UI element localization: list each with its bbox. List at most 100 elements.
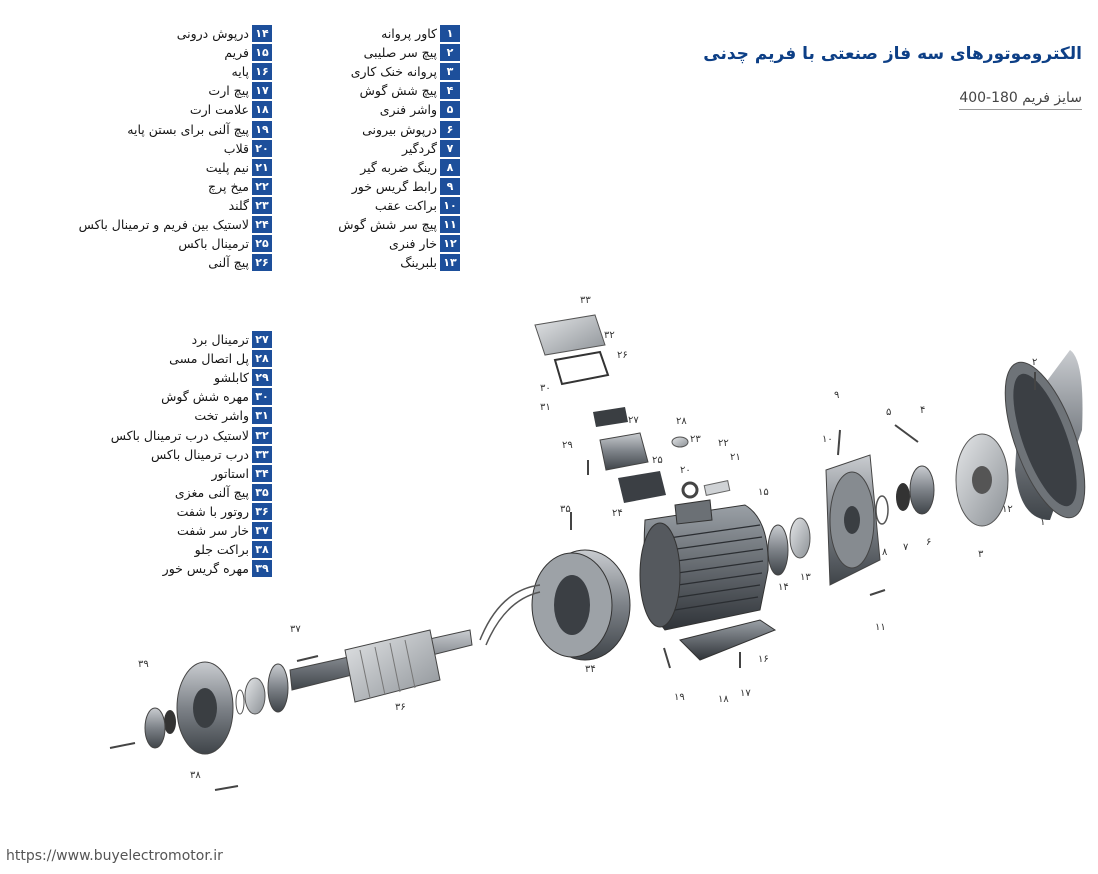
legend-label: واشر فنری [379, 102, 437, 118]
callout-19: ۱۹ [674, 692, 685, 703]
legend-label: پیچ آلنی مغزی [174, 484, 249, 500]
legend-number: ۲۴ [252, 215, 272, 233]
legend-number: ۳۳ [252, 445, 272, 463]
legend-label: بلبرینگ [400, 255, 437, 271]
legend-number: ۵ [440, 101, 460, 119]
legend-label: پیچ آلنی [208, 255, 249, 271]
legend-number: ۱۴ [252, 25, 272, 43]
legend-number: ۳۸ [252, 541, 272, 559]
frame-size-subtitle: سایز فریم 180-400 [959, 90, 1082, 110]
legend-number: ۲۲ [252, 177, 272, 195]
legend-number: ۳۴ [252, 464, 272, 482]
callout-27: ۲۷ [628, 415, 639, 426]
callout-4: ۴ [920, 405, 925, 416]
legend-number: ۱۸ [252, 101, 272, 119]
callout-29: ۲۹ [562, 440, 573, 451]
callout-9: ۹ [834, 390, 839, 401]
rear-inner-cap-part [767, 524, 789, 576]
callout-31: ۳۱ [540, 402, 551, 413]
callout-18: ۱۸ [718, 694, 729, 705]
callout-37: ۳۷ [290, 624, 301, 635]
legend-label: درپوش بیرونی [362, 121, 437, 137]
lifting-eye-part [681, 481, 699, 499]
legend-number: ۱۱ [440, 215, 460, 233]
legend-number: ۱ [440, 25, 460, 43]
callout-24: ۲۴ [612, 508, 623, 519]
legend-number: ۲۳ [252, 196, 272, 214]
legend-number: ۱۶ [252, 63, 272, 81]
legend-label: علامت ارت [189, 102, 249, 118]
page-title: الکتروموتورهای سه فاز صنعتی با فریم چدنی [703, 44, 1082, 64]
legend-label: کاور پروانه [381, 26, 437, 42]
legend-label: پیچ آلنی برای بستن پایه [127, 121, 249, 137]
legend-label: قلاب [223, 140, 249, 156]
legend-number: ۳۵ [252, 483, 272, 501]
callout-25: ۲۵ [652, 455, 663, 466]
foot-part [679, 619, 777, 661]
callout-14: ۱۴ [778, 582, 789, 593]
legend-number: ۳۱ [252, 407, 272, 425]
cooling-fan-part [955, 433, 1009, 527]
legend-number: ۱۳ [440, 254, 460, 272]
callout-11: ۱۱ [875, 622, 886, 633]
cover-gasket-part [553, 350, 610, 386]
frame-part [639, 499, 769, 631]
dust-seal-part [896, 483, 910, 511]
legend-number: ۱۰ [440, 196, 460, 214]
callout-15: ۱۵ [758, 487, 769, 498]
legend-number: ۳۷ [252, 521, 272, 539]
legend-number: ۲ [440, 44, 460, 62]
callout-20: ۲۰ [680, 465, 691, 476]
callout-13: ۱۳ [800, 572, 811, 583]
callout-30: ۳۰ [540, 383, 551, 394]
front-seal-part [164, 710, 176, 734]
legend-number: ۲۵ [252, 235, 272, 253]
legend-number: ۳۲ [252, 426, 272, 444]
legend-number: ۲۷ [252, 331, 272, 349]
terminal-cover-part [534, 314, 606, 356]
legend-label: میخ پرچ [208, 178, 249, 194]
callout-39: ۳۹ [138, 659, 149, 670]
stator-part [479, 549, 631, 661]
legend-number: ۶ [440, 120, 460, 138]
callout-21: ۲۱ [730, 452, 741, 463]
front-bracket-part [176, 661, 234, 755]
callout-34: ۳۴ [585, 664, 596, 675]
legend-label: روتور با شفت [176, 503, 249, 519]
legend-number: ۱۲ [440, 235, 460, 253]
fan-cover-part [1004, 350, 1086, 520]
callout-2: ۲ [1032, 357, 1037, 368]
legend-label: براکت عقب [374, 197, 437, 213]
legend-number: ۳ [440, 63, 460, 81]
legend-label: واشر تخت [194, 408, 249, 424]
terminal-box-part [599, 432, 649, 471]
callout-38: ۳۸ [190, 770, 201, 781]
legend-label: مهره گریس خور [162, 561, 249, 577]
callout-10: ۱۰ [822, 434, 833, 445]
callout-28: ۲۸ [676, 416, 687, 427]
callout-6: ۶ [926, 537, 931, 548]
legend-number: ۲۶ [252, 254, 272, 272]
legend-label: فریم [224, 45, 249, 61]
rear-bracket-part [825, 454, 881, 586]
outer-cap-part [909, 465, 935, 515]
